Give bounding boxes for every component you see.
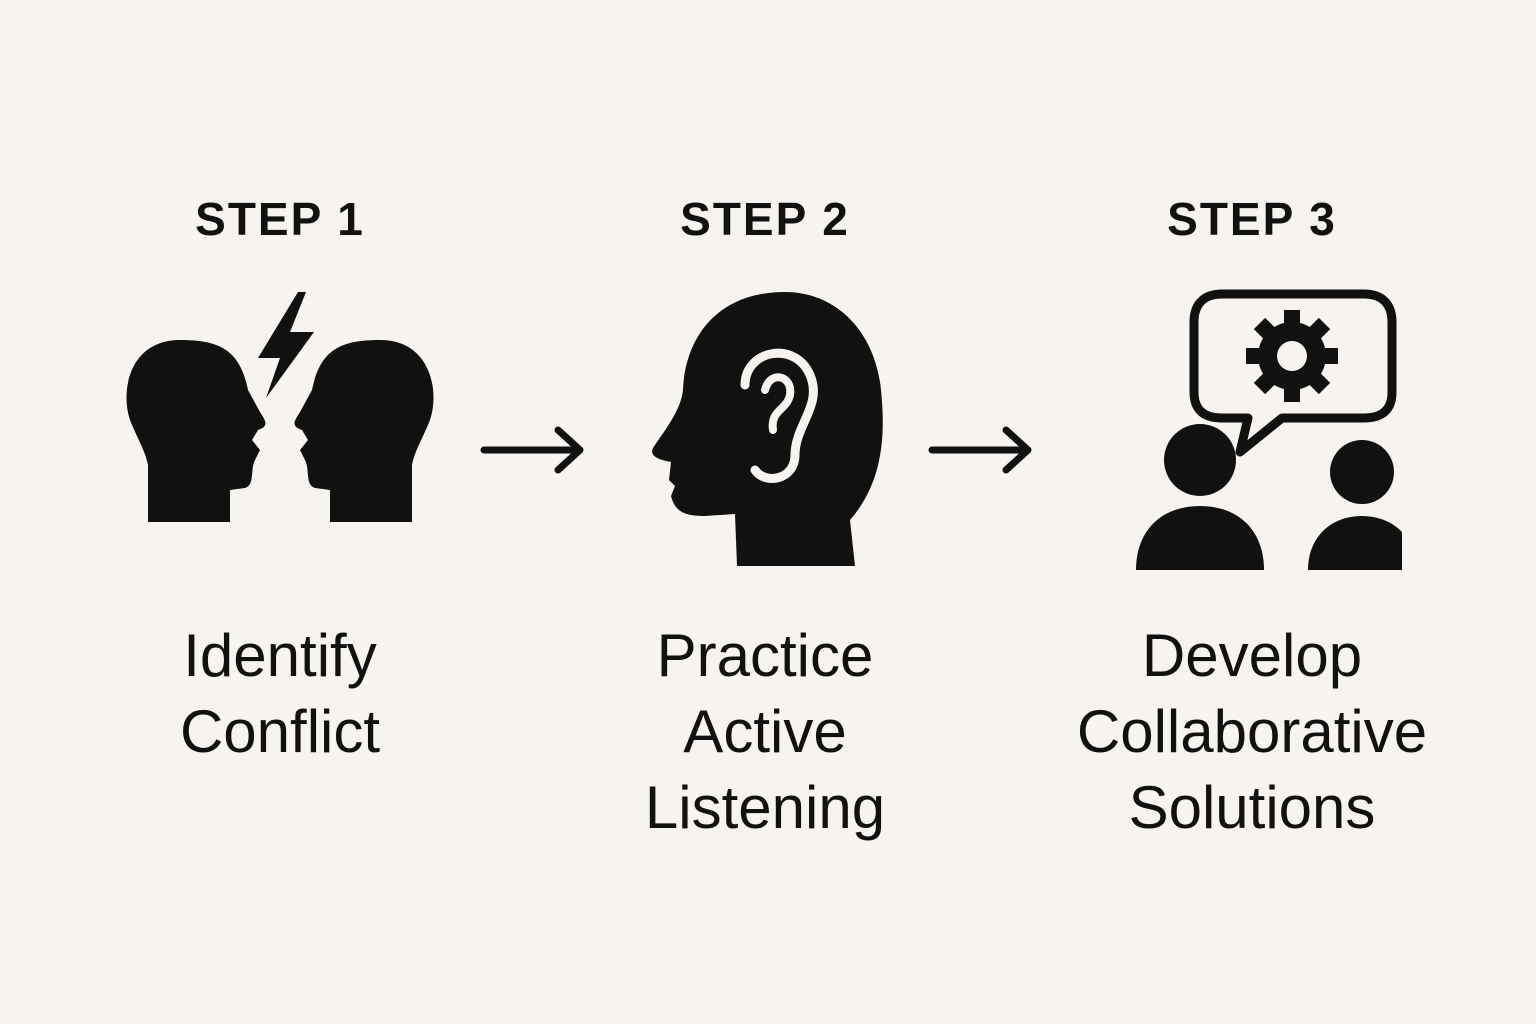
label-line: Solutions: [1128, 774, 1376, 841]
label-line: Develop: [1141, 622, 1363, 689]
arrow-right-icon: [480, 426, 584, 474]
label-line: Active: [683, 698, 847, 765]
step-title: STEP 2: [680, 193, 850, 245]
person-right-icon: [1330, 440, 1394, 504]
step-label: Practice Active Listening: [565, 618, 965, 846]
collaboration-icon: [1136, 289, 1402, 570]
label-line: Practice: [656, 622, 874, 689]
label-line: Conflict: [179, 698, 381, 765]
step-label: Develop Collaborative Solutions: [1052, 618, 1452, 846]
step-title: STEP 1: [195, 193, 365, 245]
step-title: STEP 3: [1167, 193, 1337, 245]
listening-head-icon: [652, 292, 883, 566]
conflict-heads-icon: [126, 292, 434, 522]
label-line: Identify: [183, 622, 377, 689]
label-line: Collaborative: [1076, 698, 1428, 765]
label-line: Listening: [644, 774, 886, 841]
step-label: Identify Conflict: [80, 618, 480, 770]
arrow-right-icon: [928, 426, 1032, 474]
person-left-icon: [1164, 424, 1236, 496]
gear-icon: [1246, 310, 1338, 402]
